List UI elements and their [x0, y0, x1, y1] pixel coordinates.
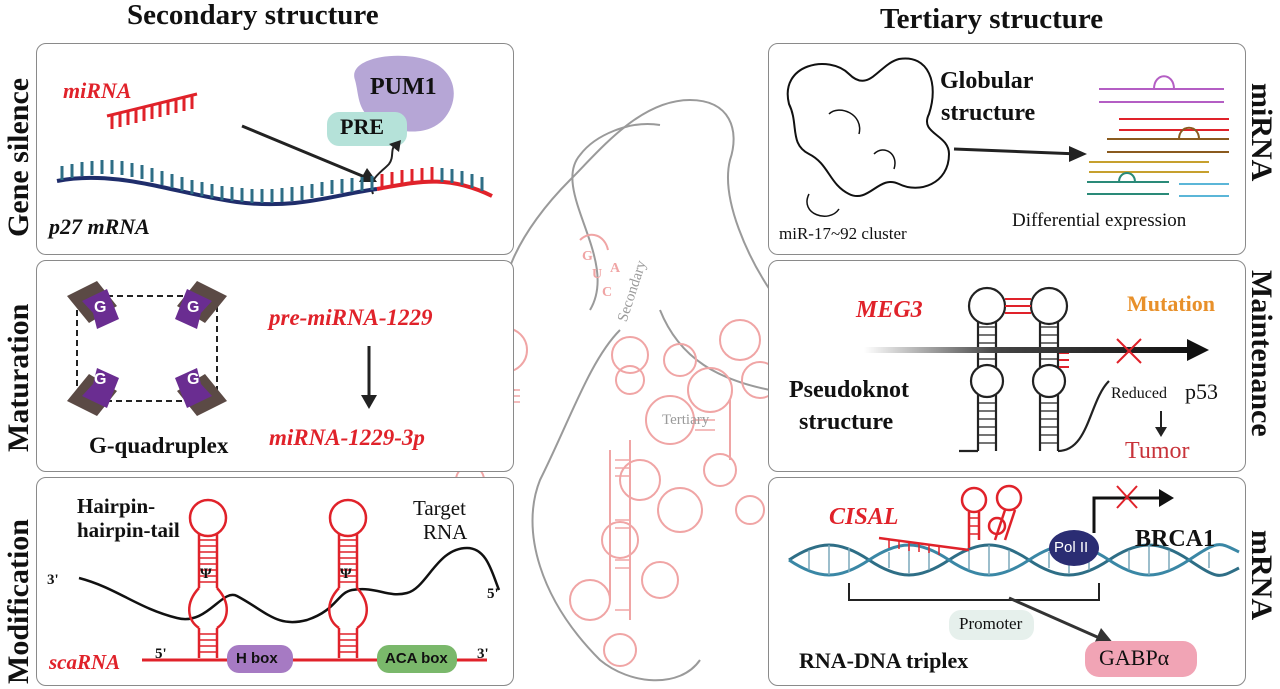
target-label-line2: RNA: [423, 520, 468, 544]
panel-maintenance: MEG3 Mutation Pseudoknot structure Reduc…: [768, 260, 1246, 472]
seq-letter: U: [592, 267, 602, 282]
aca-box-label: ACA box: [385, 650, 448, 667]
aca-box-shape: [377, 645, 457, 673]
promoter-label: Promoter: [959, 614, 1023, 633]
label-mrna: mRNA: [1245, 530, 1278, 620]
cross-icon: [1116, 338, 1142, 364]
target-rna-strand: [78, 546, 501, 624]
pol-ii-label: Pol II: [1054, 539, 1089, 556]
hairpin-label-line2: hairpin-tail: [77, 518, 180, 542]
header-tertiary-structure: Tertiary structure: [880, 3, 1104, 35]
gabpa-shape: [1085, 641, 1197, 677]
arrow-icon: [864, 347, 1194, 353]
meg3-label: MEG3: [856, 297, 923, 323]
h-box-label: H box: [236, 650, 278, 667]
hairpin-2: [328, 498, 368, 658]
differential-expression-label: Differential expression: [1012, 210, 1187, 231]
pol-ii-shape: [1049, 530, 1099, 566]
p53-label: p53: [1185, 379, 1218, 404]
label-gene-silence: Gene silence: [2, 77, 35, 237]
arrow-icon: [1008, 596, 1105, 642]
psi-label: Ψ: [200, 566, 212, 582]
g-letter: G: [94, 299, 107, 316]
brca1-label: BRCA1: [1135, 526, 1216, 552]
pseudoknot-structure-icon: [959, 286, 1110, 453]
panel-modification: Hairpin- hairpin-tail Target RNA 3' 5' Ψ…: [36, 477, 514, 686]
g-tile-icon: [175, 281, 227, 329]
hairpin-label-line1: Hairpin-: [77, 494, 156, 518]
h-box-shape: [227, 645, 293, 673]
cisal-label: CISAL: [829, 504, 899, 530]
promoter-shape: [949, 610, 1034, 640]
three-prime-label: 3': [477, 646, 489, 662]
panel-mrna: CISAL Pol II BRCA1 Promoter RNA-DNA trip…: [768, 477, 1246, 686]
pre-mirna-1229-label: pre-miRNA-1229: [269, 305, 433, 330]
seq-letter: C: [602, 285, 612, 300]
panel-mirna-tertiary: Globular structure miR-17~92 cluster Dif…: [768, 43, 1246, 255]
tumor-label: Tumor: [1125, 438, 1190, 464]
label-maintenance: Maintenance: [1245, 270, 1278, 437]
three-prime-label: 3': [47, 572, 59, 588]
center-secondary-label: Secondary: [615, 258, 650, 324]
g-letter: G: [187, 371, 200, 388]
header-secondary-structure: Secondary structure: [127, 0, 379, 31]
promoter-bracket: [848, 583, 1100, 601]
scarna-label: scaRNA: [49, 650, 121, 674]
hairpin-1: [188, 498, 228, 658]
arrow-icon: [241, 124, 373, 182]
psi-label: Ψ: [340, 566, 352, 582]
cisal-rna-icon: [878, 484, 1023, 552]
pseudoknot-label-line2: structure: [799, 409, 894, 435]
globular-structure-icon: [786, 57, 951, 197]
seq-letter: A: [610, 261, 621, 276]
p27-mrna-strand: [56, 175, 378, 207]
seq-letter: G: [582, 249, 593, 264]
panel-maturation: G G G G pre-miRNA-1229 miRNA-1229-3p G-q…: [36, 260, 514, 472]
globular-label-line2: structure: [941, 100, 1036, 126]
cross-icon: [1116, 485, 1138, 509]
target-label-line1: Target: [413, 496, 466, 520]
label-mirna: miRNA: [1245, 83, 1278, 182]
p27-mrna-label: p27 mRNA: [49, 214, 150, 239]
g-letter: G: [187, 299, 200, 316]
g-tile-icon: [67, 281, 119, 329]
rna-dna-triplex-label: RNA-DNA triplex: [799, 648, 969, 673]
pseudoknot-label-line1: Pseudoknot: [789, 377, 910, 403]
mirna-1229-3p-label: miRNA-1229-3p: [269, 425, 425, 450]
mirna-strand-icon: [106, 92, 198, 129]
label-modification: Modification: [2, 519, 35, 684]
mutation-label: Mutation: [1127, 291, 1215, 316]
mir-17-92-cluster-label: miR-17~92 cluster: [779, 224, 907, 243]
reduced-label: Reduced: [1111, 385, 1167, 402]
pum1-label: PUM1: [370, 74, 437, 100]
g-tile-icon: [175, 368, 227, 416]
mirna-label: miRNA: [63, 78, 132, 103]
label-maturation: Maturation: [2, 303, 35, 452]
center-tertiary-label: Tertiary: [662, 412, 710, 428]
quadruplex-frame: [76, 295, 218, 402]
arrow-icon: [953, 147, 1080, 156]
g-tile-icon: [67, 368, 119, 416]
g-quadruplex-label: G-quadruplex: [89, 433, 229, 458]
panel-gene-silence: miRNA PUM1 PRE p27 mRNA: [36, 43, 514, 255]
pre-label: PRE: [340, 114, 384, 139]
five-prime-label: 5': [155, 646, 167, 662]
pre-element-shape: [327, 112, 407, 146]
gabpa-label: GABPα: [1099, 645, 1170, 670]
globular-label-line1: Globular: [940, 68, 1034, 94]
five-prime-label: 5': [487, 586, 499, 602]
g-letter: G: [94, 371, 107, 388]
